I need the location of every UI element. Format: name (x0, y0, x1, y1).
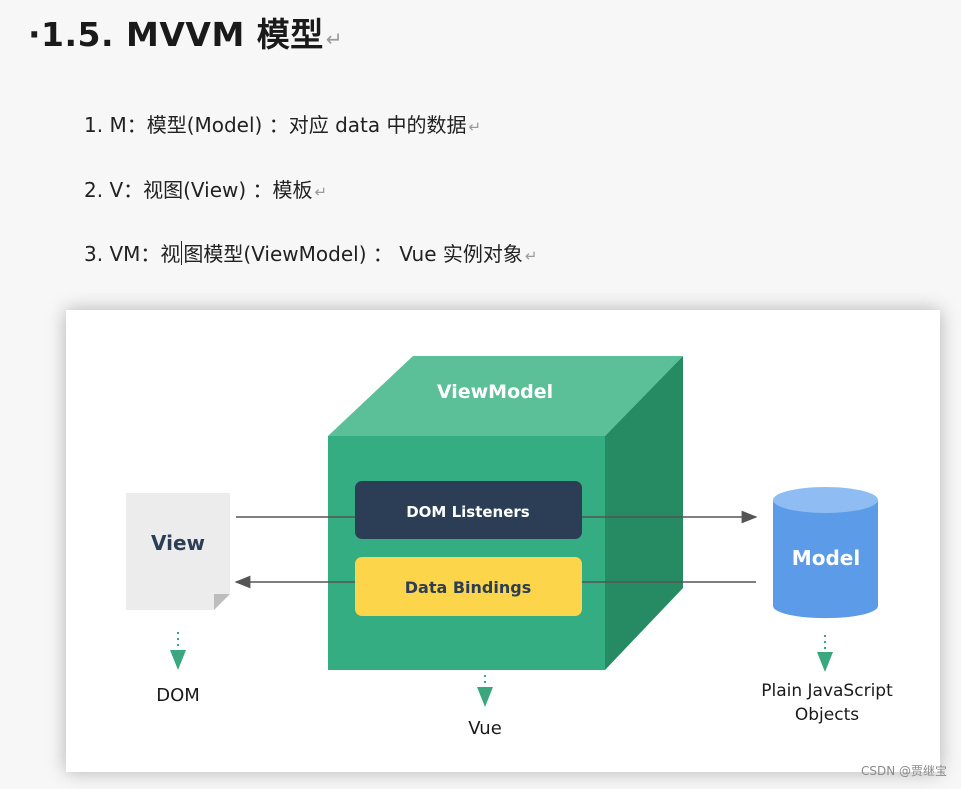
list-item-view: 2. V：视图(View) ：模板↵ (84, 174, 327, 203)
data-bindings-box (355, 557, 582, 616)
mvvm-diagram-card: ViewModel View DOM Listeners Data Bindin… (66, 310, 940, 772)
viewmodel-cube-top (328, 356, 683, 436)
mvvm-diagram: ViewModel View DOM Listeners Data Bindin… (126, 356, 893, 739)
viewmodel-label: ViewModel (437, 381, 553, 403)
page-title: ·1.5. MVVM 模型↵ (28, 8, 343, 56)
model-cylinder-icon (773, 500, 878, 619)
watermark: CSDN @贾继宝 (860, 764, 947, 778)
list-item-model: 1. M：模型(Model) ：对应 data 中的数据↵ (84, 109, 481, 138)
list-item-text: 3. VM：视 (84, 242, 181, 266)
model-caption-line2: Objects (795, 705, 859, 725)
vue-caption: Vue (468, 718, 502, 739)
return-mark-icon: ↵ (325, 27, 344, 51)
view-document-icon (126, 493, 230, 610)
list-item-viewmodel: 3. VM：视图模型(ViewModel) ： Vue 实例对象↵ (84, 238, 537, 267)
list-item-text: 图模型(ViewModel) ： Vue 实例对象 (183, 242, 523, 266)
viewmodel-cube-front (328, 436, 605, 670)
list-item-text: 1. M：模型(Model) ：对应 data 中的数据 (84, 113, 467, 137)
page-title-text: ·1.5. MVVM 模型 (28, 15, 324, 54)
view-label: View (151, 531, 205, 555)
model-label: Model (792, 546, 860, 570)
return-mark-icon: ↵ (524, 247, 538, 265)
model-cylinder-top (773, 487, 878, 513)
return-mark-icon: ↵ (314, 183, 328, 201)
view-document-fold (214, 594, 230, 610)
text-cursor (181, 241, 183, 265)
viewmodel-cube-side (605, 356, 683, 670)
dom-caption: DOM (156, 685, 200, 706)
return-mark-icon: ↵ (468, 118, 482, 136)
data-bindings-label: Data Bindings (405, 578, 531, 597)
dom-listeners-label: DOM Listeners (406, 503, 530, 521)
model-caption-line1: Plain JavaScript (761, 681, 893, 701)
list-item-text: 2. V：视图(View) ：模板 (84, 178, 313, 202)
dom-listeners-box (355, 481, 582, 539)
